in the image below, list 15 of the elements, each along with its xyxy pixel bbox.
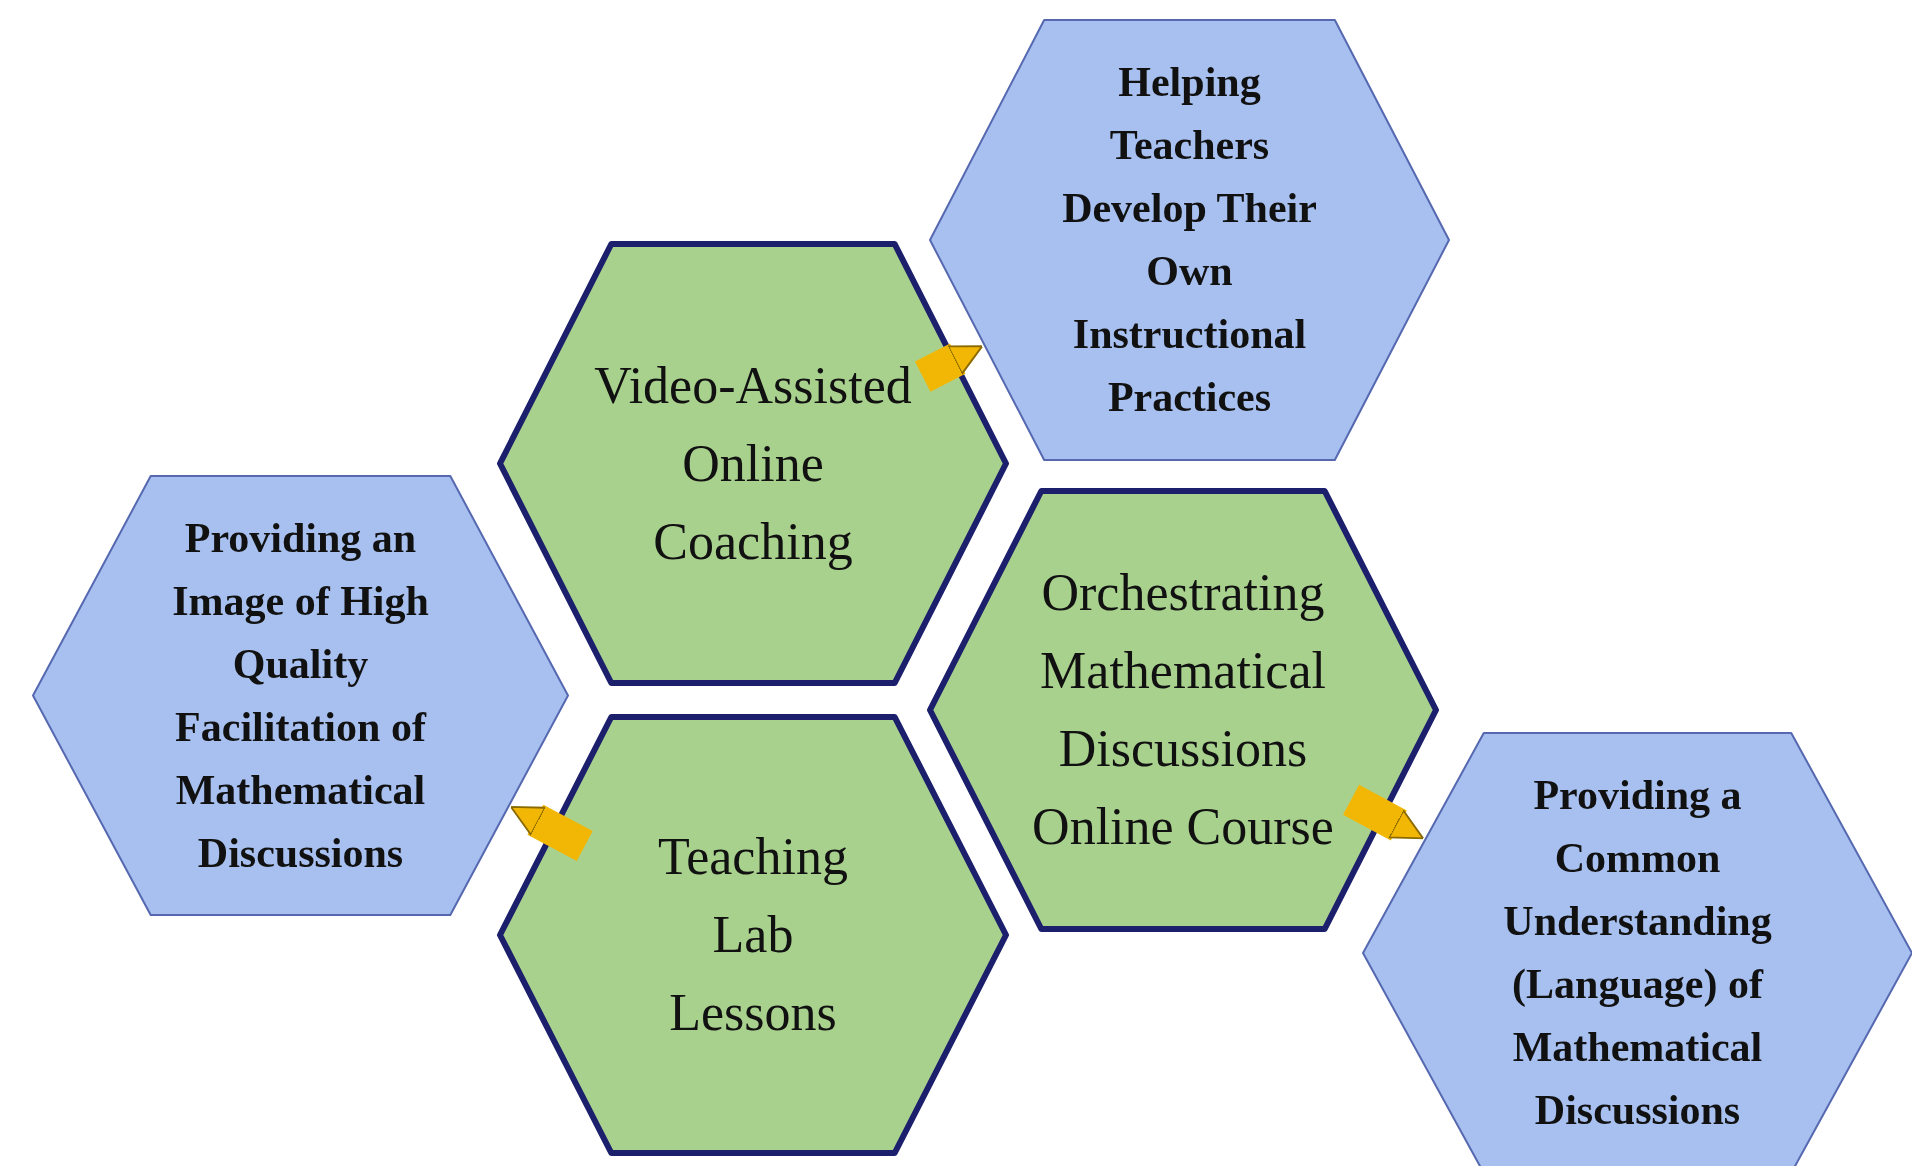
- hexagon-node: [500, 717, 1006, 1153]
- hexagon-node: [1363, 733, 1912, 1166]
- hexagon-node: [500, 244, 1006, 683]
- hexagon-label: Helping Teachers Develop Their Own Instructional Practices: [1061, 58, 1318, 422]
- hexagon-label: Providing an Image of High Quality Facilitation of Mathematical Discussions: [171, 513, 430, 878]
- arrow: [510, 804, 593, 861]
- hexagon-node: [930, 20, 1449, 460]
- arrow: [914, 343, 984, 392]
- arrow: [1343, 784, 1425, 841]
- hexagon-label: Video-Assisted Online Coaching: [593, 355, 913, 572]
- hexagon-label: Providing a Common Understanding (Language) of Mathematical Discussions: [1502, 771, 1773, 1135]
- hexagon-node: [33, 476, 568, 915]
- hexagon-label: Orchestrating Mathematical Discussions Online Course: [1031, 563, 1335, 857]
- hexagon-label: Teaching Lab Lessons: [657, 827, 849, 1043]
- hexagon-node: [930, 491, 1436, 929]
